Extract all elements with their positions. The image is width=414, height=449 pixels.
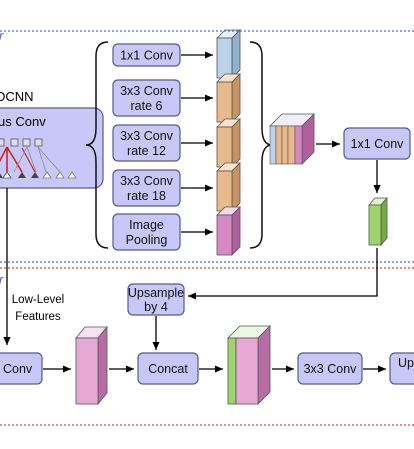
projection-conv-label: 1x1 Conv [351,137,405,151]
aspp-conv-rate6: 3x3 Conv rate 6 [112,79,181,117]
aspp-feature-slab-4 [216,162,241,212]
aspp-conv-rate12: 3x3 Conv rate 12 [112,124,181,162]
low-level-label-line2: Features [15,311,61,323]
dcnn-label: DCNN [0,89,34,104]
aspp-feature-slab-5 [216,206,241,256]
aspp-feature-slab-3 [216,118,241,168]
atrous-conv-box: us Conv [0,107,104,189]
decoder-conv3x3-box: 3x3 Conv [297,352,363,385]
final-upsample-box: Up [389,352,414,385]
aspp-left-brace [85,41,109,249]
aspp-conv-1x1: 1x1 Conv [112,43,181,67]
aspp-rate18-line1: 3x3 Conv [120,174,174,188]
low-level-conv-box: Conv [0,352,43,385]
aspp-pooling-line2: Pooling [126,233,168,247]
aspp-concat-stack [269,113,315,165]
upsample-box: Upsample by 4 [127,283,185,316]
aspp-image-pooling: Image Pooling [112,213,181,251]
encoder-output-feature [368,196,388,247]
merged-feature [227,325,271,405]
low-level-label-line1: Low-Level [12,294,64,306]
aspp-rate12-line1: 3x3 Conv [120,129,174,143]
aspp-conv-rate18: 3x3 Conv rate 18 [112,169,181,207]
aspp-rate18-line2: rate 18 [127,189,166,203]
arrow-encoder-to-upsample [188,248,378,300]
upsample-label-line2: by 4 [144,300,168,314]
decoder-conv3x3-label: 3x3 Conv [304,362,358,376]
final-upsample-label: Up [398,356,414,370]
atrous-conv-label: us Conv [0,114,46,129]
decoder-corner-label: r [0,272,4,287]
encoder-corner-label: r [0,28,4,43]
concat-label: Concat [148,362,188,376]
aspp-rate12-line2: rate 12 [127,144,166,158]
projection-conv-box: 1x1 Conv [343,127,411,160]
aspp-rate6-line2: rate 6 [131,99,163,113]
aspp-pooling-line1: Image [129,218,164,232]
concat-box: Concat [137,352,199,385]
aspp-feature-slab-2 [216,73,241,123]
low-level-conv-label: Conv [3,362,33,376]
aspp-rate6-line1: 3x3 Conv [120,84,174,98]
atrous-kernel-illustration [0,138,77,179]
aspp-right-brace [249,41,273,249]
aspp-feature-slab-1 [216,29,241,79]
upsample-label-line1: Upsample [128,286,184,300]
aspp-1x1-label: 1x1 Conv [120,49,174,63]
low-level-feature [75,325,108,406]
